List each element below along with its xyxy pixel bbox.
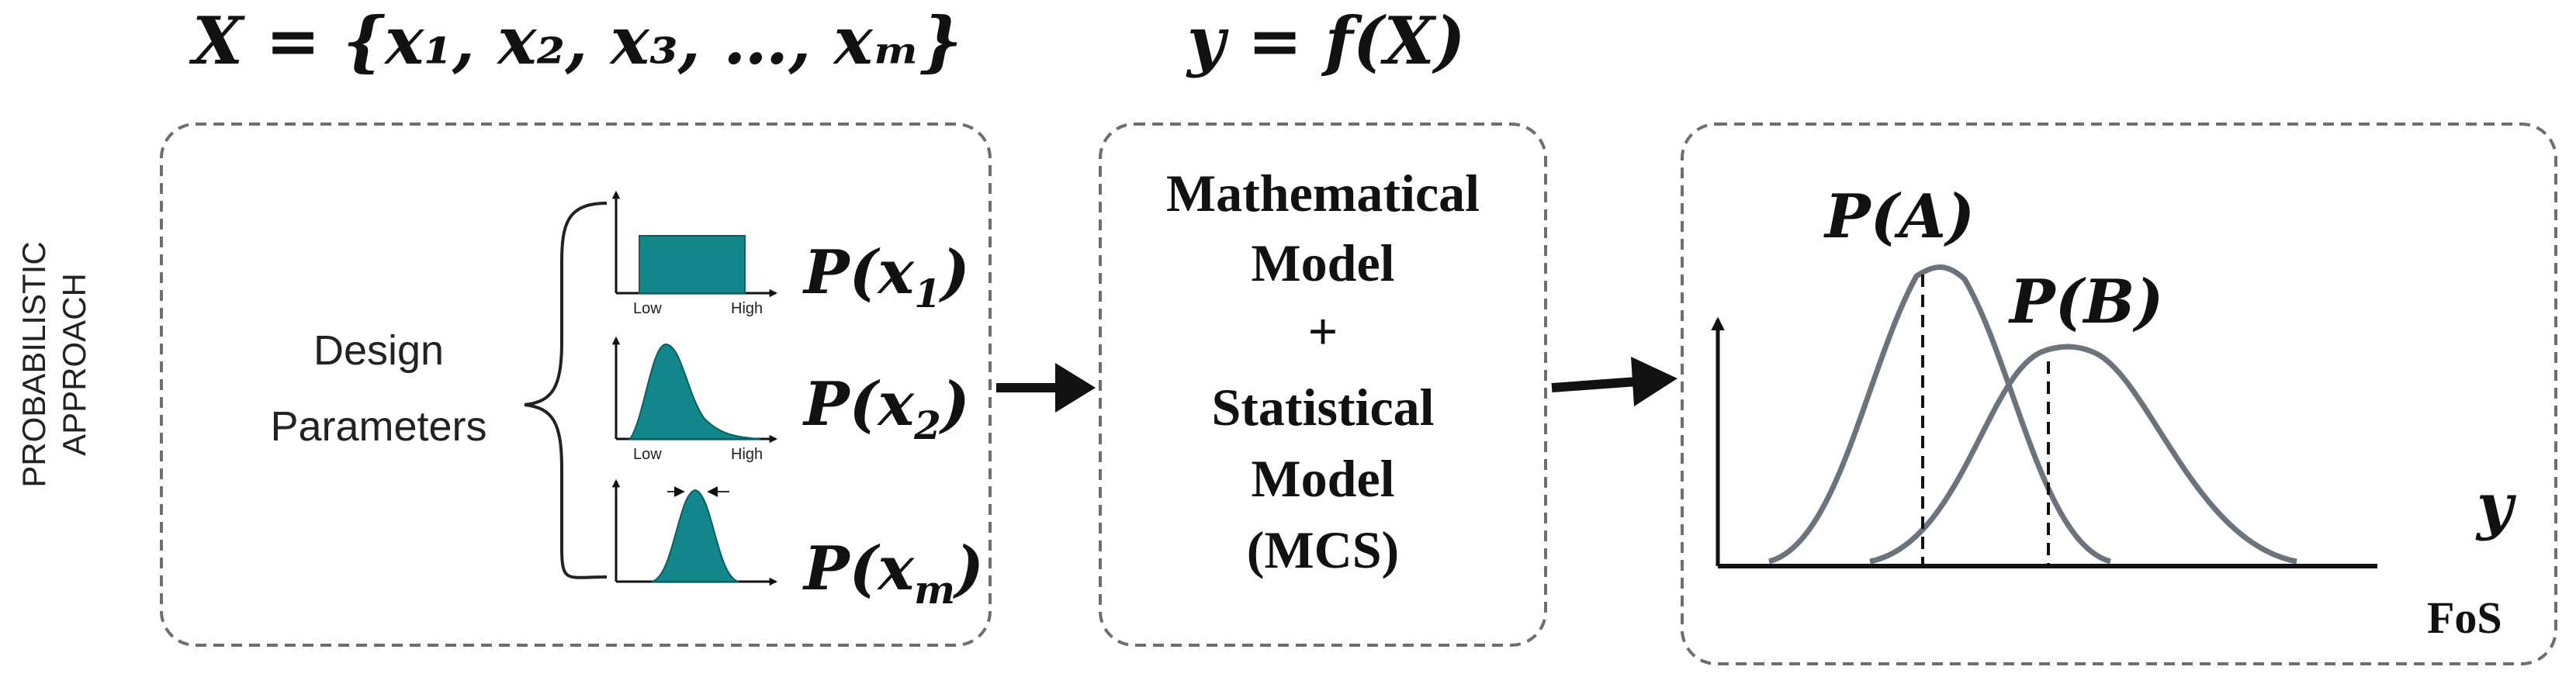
- model-line4: Statistical: [1211, 378, 1434, 437]
- model-box: [1099, 123, 1547, 647]
- output-chart: P(A) P(B) y FoS: [1711, 181, 2517, 643]
- distribution-m: P(xm): [611, 478, 984, 613]
- model-text: Mathematical Model + Statistical Model (…: [1166, 164, 1480, 579]
- model-line2: Model: [1251, 233, 1394, 292]
- curve-b: [1869, 344, 2297, 565]
- y-axis-label: y: [2475, 469, 2517, 542]
- x-axis-label: FoS: [2427, 592, 2502, 643]
- arrow2-shaft: [1551, 377, 1638, 392]
- distribution-1: Low High P(x1): [611, 190, 970, 317]
- model-line5: Model: [1251, 449, 1394, 508]
- output-box: [1681, 123, 2557, 665]
- input-box: [160, 123, 992, 647]
- uniform-distribution-shape: [639, 235, 746, 294]
- model-line1: Mathematical: [1166, 164, 1480, 223]
- arrow-input-to-model: [996, 363, 1096, 413]
- side-label-line2: APPROACH: [56, 273, 92, 456]
- side-label-line1: PROBABILISTIC: [16, 241, 52, 487]
- side-label: PROBABILISTIC APPROACH: [16, 241, 92, 487]
- model-function-formula: y = f(X): [1186, 2, 1465, 79]
- dist2-high-label: High: [731, 446, 763, 463]
- dist1-low-label: Low: [633, 300, 662, 317]
- normal-distribution-shape: [651, 489, 739, 582]
- skewed-distribution-shape: [628, 343, 761, 440]
- design-label-line1: Design: [313, 327, 444, 374]
- input-set-formula: X = {x₁, x₂, x₃, …, xₘ}: [189, 2, 962, 79]
- prob-label-x1: P(x1): [802, 237, 970, 316]
- curve-b-label: P(B): [2008, 267, 2163, 337]
- curve-a: [1768, 264, 2112, 565]
- arrow-model-to-output: [1551, 357, 1678, 406]
- design-label-line2: Parameters: [270, 403, 486, 450]
- arrow1-head: [1055, 363, 1096, 413]
- prob-label-xm: P(xm): [802, 534, 984, 613]
- prob-label-x2: P(x2): [802, 369, 970, 448]
- model-line6: (MCS): [1247, 520, 1399, 579]
- dist1-high-label: High: [731, 300, 763, 317]
- curly-brace-icon: [524, 202, 608, 579]
- distribution-2: Low High P(x2): [611, 336, 970, 463]
- model-line3: +: [1308, 302, 1338, 361]
- arrow2-head: [1631, 357, 1678, 406]
- curve-a-label: P(A): [1823, 181, 1975, 252]
- dist2-low-label: Low: [633, 446, 662, 463]
